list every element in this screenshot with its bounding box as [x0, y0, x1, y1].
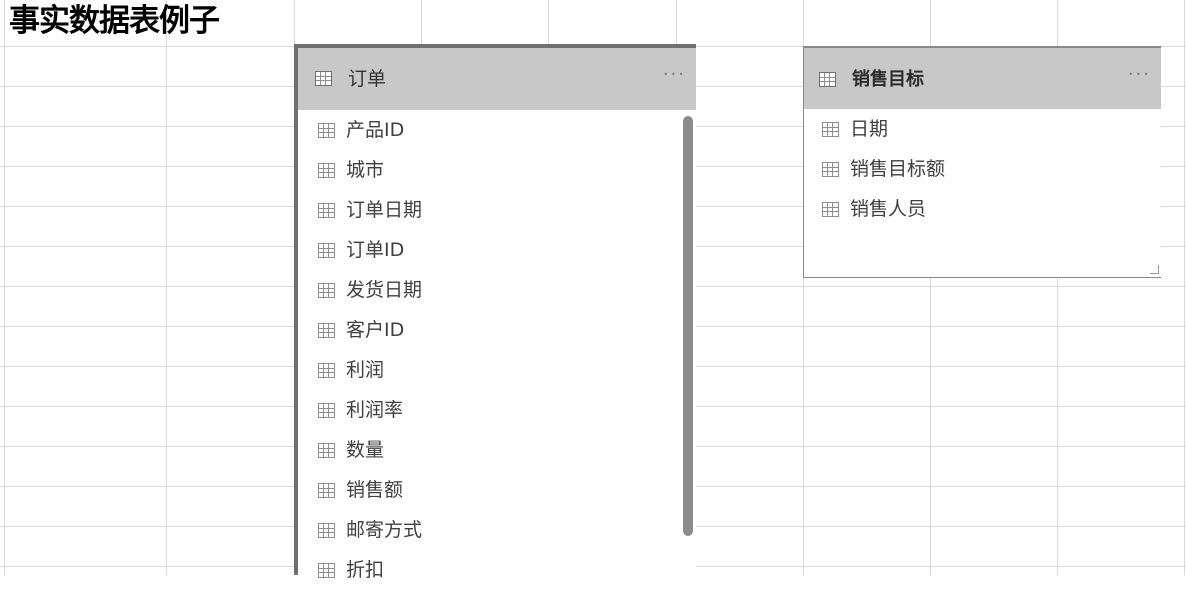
table-column-icon [318, 162, 335, 178]
field-label: 销售人员 [850, 198, 927, 220]
field-label: 销售额 [346, 479, 404, 501]
table-column-icon [318, 362, 335, 378]
field-item[interactable]: 客户ID [298, 310, 404, 350]
more-options-icon[interactable]: ··· [1127, 64, 1151, 85]
grid-col-line [930, 0, 931, 575]
sheet-title: 事实数据表例子 [9, 3, 220, 39]
table-column-icon [822, 121, 839, 137]
field-item[interactable]: 日期 [804, 109, 888, 149]
field-label: 订单ID [346, 239, 405, 261]
table-icon [819, 72, 836, 87]
field-item[interactable]: 数量 [298, 430, 384, 470]
grid-col-line [4, 0, 5, 575]
table-column-icon [318, 242, 335, 258]
field-item[interactable]: 产品ID [298, 110, 404, 150]
grid-col-line [1057, 0, 1058, 575]
resize-grip-icon[interactable] [1150, 265, 1159, 274]
field-label: 发货日期 [346, 279, 423, 301]
table-card-header[interactable]: 销售目标 ··· [804, 47, 1161, 109]
field-label: 利润率 [346, 399, 404, 421]
table-column-icon [318, 482, 335, 498]
field-label: 销售目标额 [850, 158, 946, 180]
field-item[interactable]: 销售额 [298, 470, 403, 510]
field-item[interactable]: 城市 [298, 150, 384, 190]
table-column-icon [318, 202, 335, 218]
more-options-icon[interactable]: ··· [662, 64, 686, 85]
field-item[interactable]: 折扣 [298, 550, 384, 590]
table-column-icon [318, 282, 335, 298]
field-label: 订单日期 [346, 199, 423, 221]
grid-col-line [166, 0, 167, 575]
field-item[interactable]: 邮寄方式 [298, 510, 422, 550]
field-label: 利润 [346, 359, 385, 381]
table-card-title: 订单 [348, 68, 387, 90]
field-item[interactable]: 利润 [298, 350, 384, 390]
field-item[interactable]: 利润率 [298, 390, 403, 430]
field-label: 邮寄方式 [346, 519, 423, 541]
table-column-icon [318, 442, 335, 458]
table-card-title: 销售目标 [852, 69, 924, 90]
vertical-scrollbar[interactable] [683, 116, 693, 536]
table-icon [315, 71, 332, 86]
table-column-icon [318, 522, 335, 538]
table-column-icon [822, 201, 839, 217]
table-column-icon [318, 122, 335, 138]
field-label: 日期 [850, 118, 889, 140]
field-label: 数量 [346, 439, 385, 461]
field-item[interactable]: 订单ID [298, 230, 404, 270]
field-item[interactable]: 销售人员 [804, 189, 926, 229]
table-column-icon [822, 161, 839, 177]
field-label: 城市 [346, 159, 385, 181]
table-card-orders[interactable]: 订单 ··· 产品ID 城市 订单日期 订单ID 发货日期 客户ID 利润 利润… [294, 44, 696, 581]
field-item[interactable]: 订单日期 [298, 190, 422, 230]
table-column-icon [318, 402, 335, 418]
field-item[interactable]: 销售目标额 [804, 149, 945, 189]
field-label: 客户ID [346, 319, 405, 341]
table-card-header[interactable]: 订单 ··· [298, 48, 696, 110]
table-column-icon [318, 322, 335, 338]
field-label: 产品ID [346, 119, 405, 141]
grid-col-line [803, 0, 804, 575]
table-column-icon [318, 562, 335, 578]
grid-col-line [1184, 0, 1185, 575]
table-card-sales-target[interactable]: 销售目标 ··· 日期 销售目标额 销售人员 [803, 46, 1161, 278]
field-label: 折扣 [346, 559, 385, 581]
field-item[interactable]: 发货日期 [298, 270, 422, 310]
